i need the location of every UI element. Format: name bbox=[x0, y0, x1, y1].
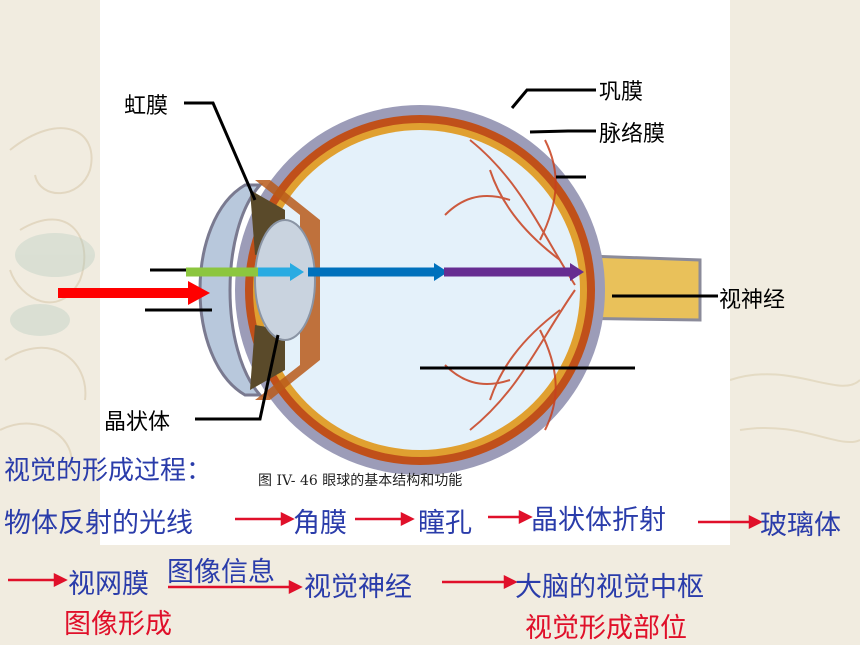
process-step-cornea: 角膜 bbox=[293, 508, 347, 539]
vitreous-body-shape bbox=[260, 130, 580, 450]
iris-label: 虹膜 bbox=[124, 94, 169, 119]
process-step-vitreous: 玻璃体 bbox=[760, 510, 841, 541]
lens-label: 晶状体 bbox=[104, 410, 171, 435]
process-step-light: 物体反射的光线 bbox=[4, 508, 193, 539]
cornea-shape bbox=[198, 183, 264, 397]
process-vision-site: 视觉形成部位 bbox=[525, 613, 687, 644]
optic-nerve-label: 视神经 bbox=[719, 288, 786, 313]
process-image-info: 图像信息 bbox=[167, 557, 275, 588]
process-step-pupil: 瞳孔 bbox=[418, 508, 472, 539]
choroid-label: 脉络膜 bbox=[599, 122, 666, 147]
process-step-brain: 大脑的视觉中枢 bbox=[515, 572, 704, 603]
process-step-nerve: 视觉神经 bbox=[304, 572, 412, 603]
sclera-label: 巩膜 bbox=[599, 80, 644, 105]
ray-cyan-head bbox=[290, 263, 304, 281]
choroid-leader bbox=[529, 129, 596, 134]
lens-shape bbox=[254, 219, 316, 341]
sclera-leader bbox=[510, 88, 596, 109]
process-arrows bbox=[8, 509, 763, 595]
figure-caption: 图 IV- 46 眼球的基本结构和功能 bbox=[258, 473, 463, 489]
lens-leader bbox=[195, 334, 280, 421]
leader-lines bbox=[145, 88, 718, 421]
ray-purple-head bbox=[570, 263, 584, 281]
retinal-vessels bbox=[444, 139, 576, 431]
process-title: 视觉的形成过程： bbox=[4, 456, 213, 486]
ray-blue-head bbox=[434, 263, 448, 281]
light-path bbox=[58, 263, 584, 305]
process-image-formed: 图像形成 bbox=[64, 609, 172, 640]
process-step-retina: 视网膜 bbox=[68, 569, 149, 600]
process-step-lens: 晶状体折射 bbox=[531, 505, 666, 536]
ray-red-head bbox=[188, 281, 210, 305]
iris-leader bbox=[184, 101, 257, 201]
